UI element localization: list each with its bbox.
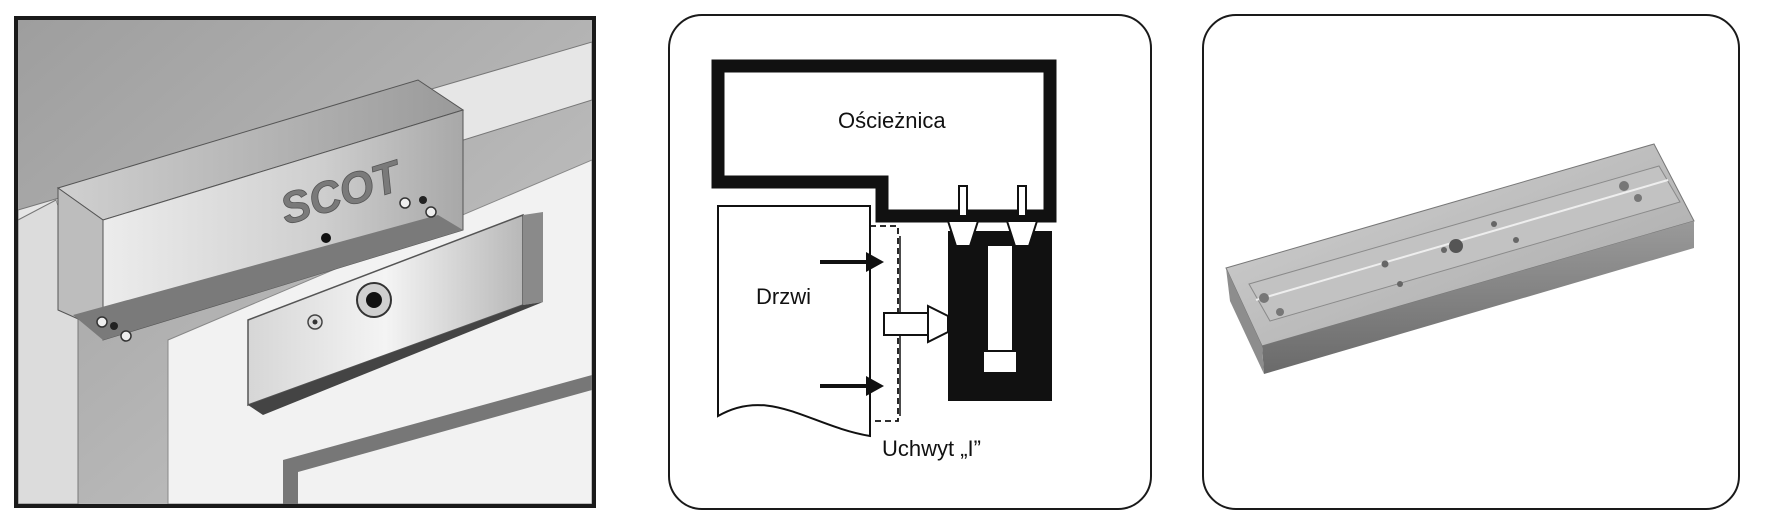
- screw-icon: [820, 252, 884, 272]
- bracket-hole: [1491, 221, 1497, 227]
- armature-plate-side: [523, 212, 543, 305]
- armature-pin-dot: [312, 319, 318, 325]
- lock-illustration: SCOT: [18, 20, 592, 504]
- screw-icon: [110, 322, 118, 330]
- bracket-end-left: [1226, 268, 1264, 374]
- screw-icon: [96, 316, 108, 328]
- screw-icon: [820, 376, 884, 396]
- armature-stem: [883, 312, 931, 336]
- magnet-slot: [988, 246, 1012, 356]
- armature-plate-bottom: [248, 302, 543, 415]
- mounting-diagram: Ościeżnica Drzwi Uchwyt „I: [711, 59, 1057, 461]
- bracket-photo-panel: [1202, 14, 1740, 510]
- magnet-housing-bottom: [73, 215, 463, 340]
- bracket-hole: [1441, 247, 1447, 253]
- screw-icon: [399, 197, 411, 209]
- bracket-hole: [1397, 281, 1403, 287]
- screw-icon: [425, 206, 437, 218]
- door-label: Drzwi: [756, 284, 811, 309]
- magnet-slot-tip: [982, 350, 1018, 374]
- bracket-hole: [1381, 260, 1389, 268]
- armature-head: [927, 304, 949, 344]
- armature-bolt-center: [366, 292, 382, 308]
- screw-icon: [120, 330, 132, 342]
- bracket-hole: [1449, 239, 1463, 253]
- bracket-front-face: [1262, 221, 1694, 374]
- screw-icon: [1005, 185, 1039, 247]
- door-leaf: [717, 205, 871, 438]
- housing-hole: [321, 233, 331, 243]
- mounting-diagram-panel: Ościeżnica Drzwi Uchwyt „I: [668, 14, 1152, 510]
- bracket-hole: [1619, 181, 1629, 191]
- screw-icon: [419, 196, 427, 204]
- bracket-hole: [1634, 194, 1642, 202]
- bracket-groove: [1248, 165, 1681, 322]
- screw-icon: [946, 185, 980, 247]
- door-frame-outline: [711, 59, 1057, 223]
- groove-edge: [1255, 179, 1669, 301]
- bracket-illustration: [1225, 143, 1695, 374]
- lock-illustration-panel: SCOT: [14, 16, 596, 508]
- bracket-hole: [1259, 293, 1269, 303]
- bracket-label: Uchwyt „I”: [882, 436, 981, 461]
- bracket-hole: [1276, 308, 1284, 316]
- frame-label: Ościeżnica: [838, 108, 946, 133]
- bracket-hole: [1513, 237, 1519, 243]
- door-inner-panel: [283, 375, 592, 504]
